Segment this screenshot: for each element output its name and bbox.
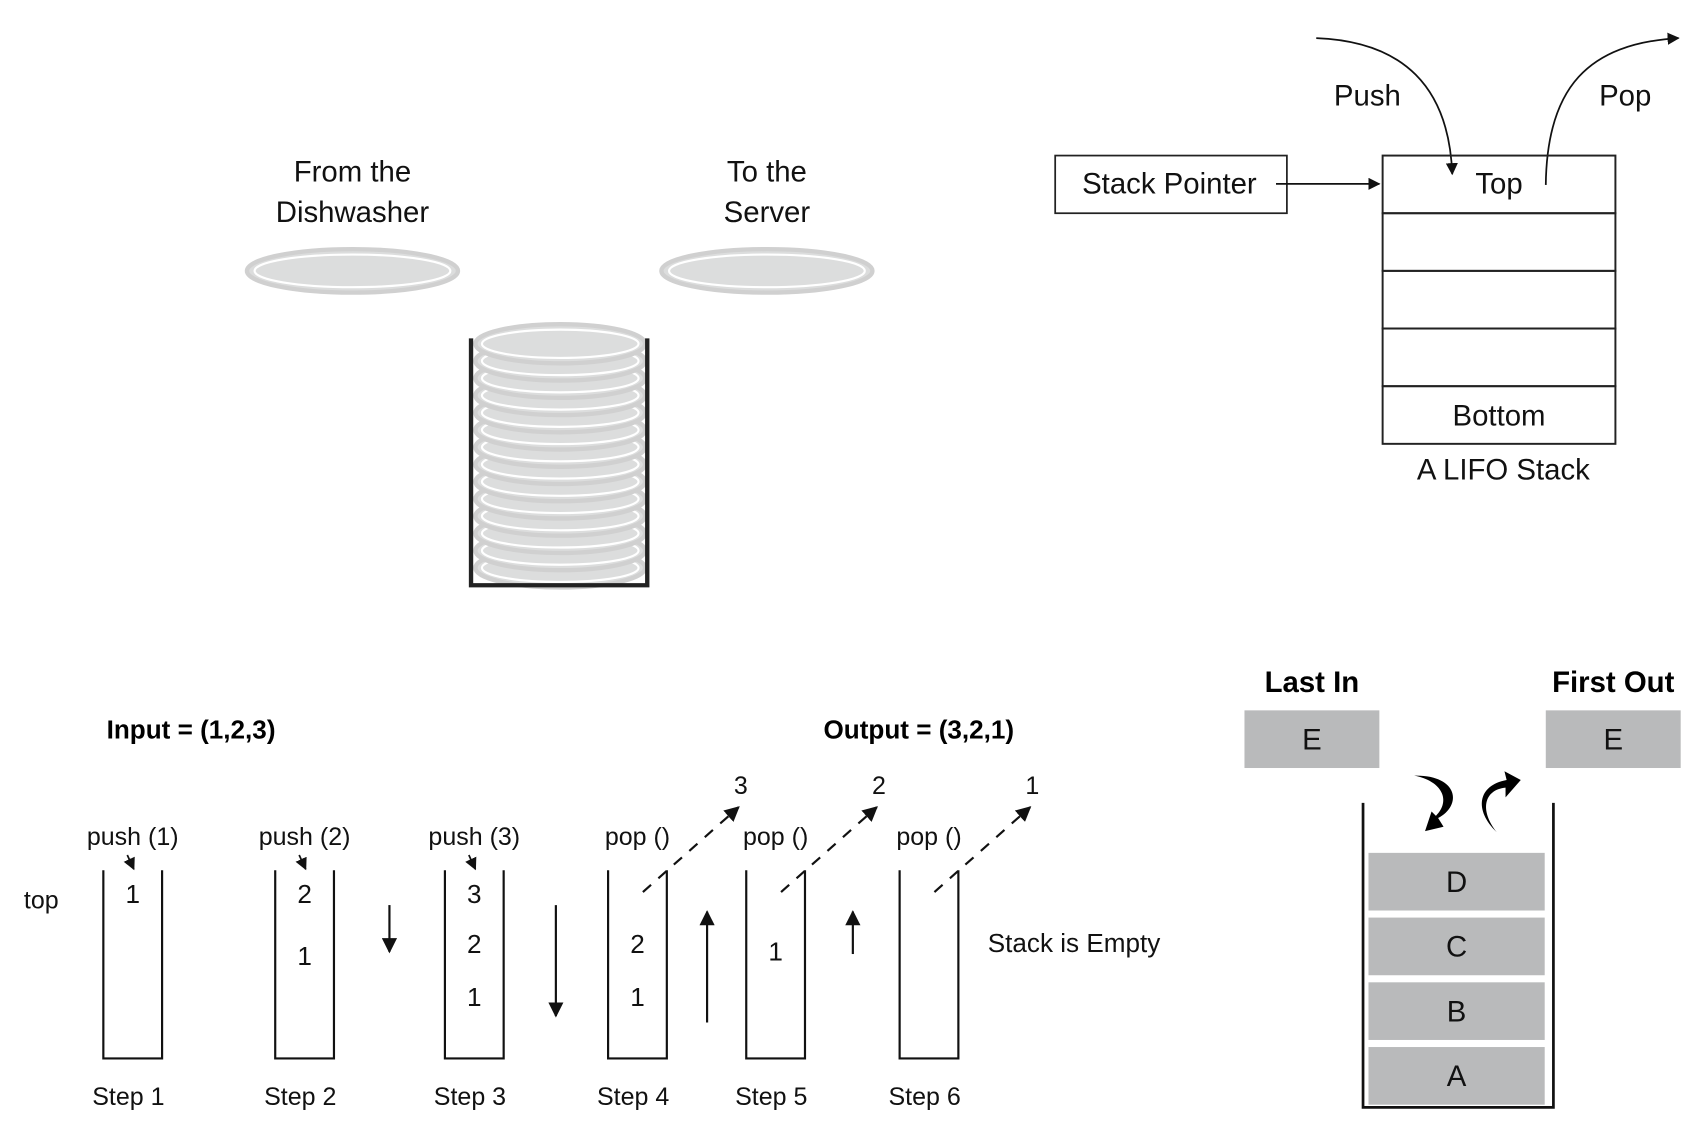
popped-value: 1 <box>1025 772 1039 800</box>
last-in-label: Last In <box>1265 666 1360 699</box>
pop-arrow <box>1544 32 1680 185</box>
bottom-slot-label: Bottom <box>1453 399 1546 432</box>
stack-slot <box>1381 327 1617 388</box>
popped-value: 3 <box>734 772 748 800</box>
stack-box-item <box>1368 982 1545 1040</box>
step-label: Step 5 <box>735 1083 807 1111</box>
outgoing-plate <box>659 246 875 295</box>
dish-stack-illustration: From the Dishwasher To the Server <box>244 156 875 590</box>
output-label: Output = (3,2,1) <box>823 715 1014 745</box>
step-3: Step 3 push (3) 3 2 1 <box>428 823 520 1111</box>
stack-item-value: 1 <box>630 982 645 1012</box>
dish-holder <box>468 338 650 588</box>
step-label: Step 1 <box>92 1083 164 1111</box>
top-slot-label: Top <box>1475 168 1522 201</box>
step-label: Step 4 <box>597 1083 669 1111</box>
stack-item-value: 2 <box>630 929 645 959</box>
step-6: Step 6 pop () 1 <box>889 772 1040 1111</box>
stack-box-label: B <box>1447 995 1467 1028</box>
stack-box-item <box>1368 917 1545 976</box>
stack-pointer-label: Stack Pointer <box>1082 168 1257 201</box>
stack-box-item <box>1368 1047 1545 1105</box>
stack-item-value: 3 <box>467 879 482 909</box>
first-out-item: E <box>1603 724 1623 757</box>
step-operation-label: push (1) <box>87 823 179 851</box>
from-dishwasher-label-line1: From the <box>294 156 411 189</box>
lifo-slots <box>1381 154 1617 445</box>
step-label: Step 6 <box>889 1083 961 1111</box>
stack-box-item <box>1368 852 1545 911</box>
step-2: Step 2 push (2) 2 1 <box>259 823 351 1111</box>
step-label: Step 2 <box>264 1083 336 1111</box>
pop-label: Pop <box>1599 80 1651 113</box>
stack-item-value: 2 <box>467 929 482 959</box>
push-indicator-arrow <box>465 854 477 871</box>
to-server-label-line2: Server <box>724 196 811 229</box>
push-indicator-arrow <box>295 854 307 871</box>
curved-out-arrow <box>1481 771 1521 833</box>
stack-item-value: 1 <box>768 937 783 967</box>
stack-item-value: 1 <box>467 982 482 1012</box>
stack-item-value: 1 <box>297 941 312 971</box>
bottom-slot <box>1381 385 1617 445</box>
step-operation-label: pop () <box>605 823 670 851</box>
step-stack-container <box>443 870 505 1060</box>
step-stack-container <box>745 870 807 1060</box>
step-4: Step 4 pop () 3 2 1 <box>597 772 748 1111</box>
to-server-label-line1: To the <box>727 156 807 189</box>
pop-dashed-arrow <box>780 806 878 893</box>
incoming-plate <box>244 246 461 295</box>
stacked-plate <box>473 322 648 366</box>
push-arrow <box>1316 37 1458 176</box>
curved-in-arrow <box>1414 775 1454 832</box>
stack-pointer-box <box>1054 154 1288 215</box>
pop-dashed-arrow <box>933 806 1032 893</box>
step-stack-container <box>607 870 668 1060</box>
first-out-label: First Out <box>1552 666 1675 699</box>
stack-box-label: A <box>1447 1060 1467 1093</box>
top-indicator-label: top <box>24 886 59 914</box>
step-stack-container <box>102 870 164 1060</box>
step-5: Step 5 pop () 2 1 <box>735 772 886 1111</box>
step-label: Step 3 <box>434 1083 506 1111</box>
stack-slot <box>1381 212 1617 272</box>
step-operation-label: pop () <box>896 823 961 851</box>
step-operation-label: push (2) <box>259 823 351 851</box>
last-in-item: E <box>1302 724 1322 757</box>
stack-box-label: D <box>1446 866 1467 899</box>
last-in-box <box>1244 710 1380 769</box>
step-stack-container <box>898 870 960 1060</box>
step-operation-label: push (3) <box>428 823 520 851</box>
first-out-box <box>1545 710 1681 769</box>
input-label: Input = (1,2,3) <box>107 715 276 745</box>
step-stack-container <box>274 870 336 1060</box>
container <box>1361 802 1555 1109</box>
stack-empty-label: Stack is Empty <box>988 928 1161 958</box>
step-1: Step 1 push (1) 1 <box>87 823 179 1111</box>
step-operation-label: pop () <box>743 823 808 851</box>
lifo-caption: A LIFO Stack <box>1417 454 1590 487</box>
stack-slot <box>1381 269 1617 330</box>
pop-dashed-arrow <box>642 806 740 893</box>
lifo-stack-diagram: Push Pop Stack Pointer Top Bottom A LIFO… <box>1054 32 1680 487</box>
push-label: Push <box>1334 80 1401 113</box>
plate-stack <box>473 322 648 590</box>
stack-item-value: 1 <box>125 879 140 909</box>
stack-box-label: C <box>1446 931 1467 964</box>
from-dishwasher-label-line2: Dishwasher <box>276 196 430 229</box>
push-indicator-arrow <box>123 854 135 871</box>
push-pop-steps: Input = (1,2,3) Output = (3,2,1) top Sta… <box>24 715 1160 1112</box>
popped-value: 2 <box>872 772 886 800</box>
stack-item-value: 2 <box>297 879 312 909</box>
